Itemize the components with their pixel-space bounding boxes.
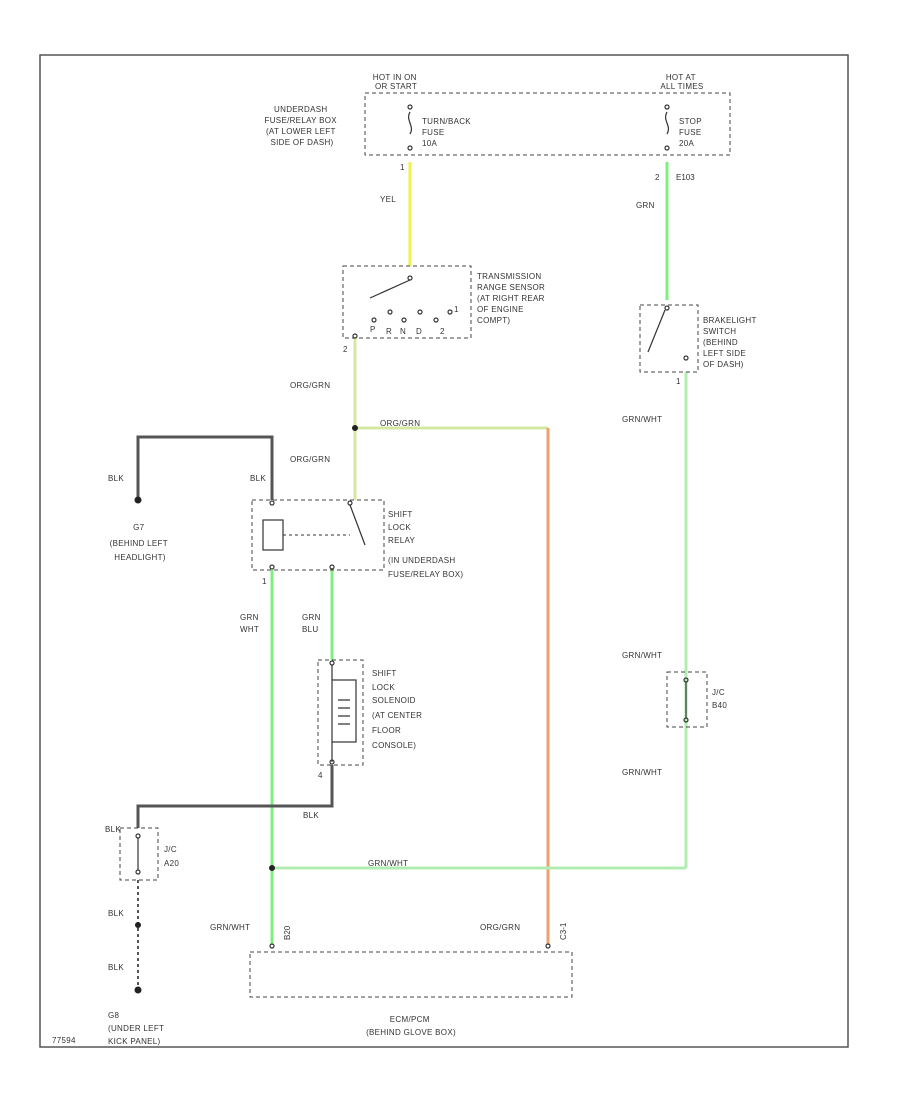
wire-blk-g7: [136, 435, 274, 500]
junction-b40-symbol: [683, 677, 689, 723]
ecm-pin-c3: [545, 943, 551, 949]
junction-b40-label: J/C B40: [712, 688, 727, 710]
ground-g8-node: [134, 986, 142, 994]
junction-a20-label: J/C A20: [164, 845, 179, 868]
brakelight-switch: [639, 304, 699, 373]
wire-label-org-grn-4: ORG/GRN: [480, 923, 520, 932]
splice-grn-wht: [269, 865, 275, 871]
wire-label-grn-wht-2: GRN/WHT: [622, 415, 662, 424]
trs-label: TRANSMISSION RANGE SENSOR (AT RIGHT REAR…: [477, 272, 548, 325]
splice-blk-1: [135, 922, 141, 928]
wire-label-yel: YEL: [380, 195, 396, 204]
transmission-range-sensor: [342, 265, 472, 339]
wire-label-blk-1: BLK: [108, 474, 124, 483]
wire-label-blk-4: BLK: [105, 825, 121, 834]
splice-org-grn: [352, 425, 358, 431]
figure-id: 77594: [52, 1036, 76, 1045]
wire-label-grn-blu: GRN BLU: [302, 613, 323, 634]
shift-lock-relay: [251, 499, 385, 571]
ground-g7-label: G7 (BEHIND LEFT HEADLIGHT): [110, 523, 171, 562]
trs-switch-symbol: [352, 275, 453, 339]
wire-label-blk-6: BLK: [108, 963, 124, 972]
trs-gear-d: D: [416, 327, 422, 336]
power-note-right: HOT AT ALL TIMES: [660, 73, 703, 91]
shift-lock-solenoid: [317, 659, 364, 766]
wire-label-grn-wht-1: GRN WHT: [240, 613, 261, 634]
wire-label-grn-wht-5: GRN/WHT: [368, 859, 408, 868]
junction-a20-symbol: [135, 833, 141, 875]
pin-fuse-left: 1: [400, 163, 405, 172]
ground-g7-node: [134, 496, 142, 504]
fuse-turn-back-label: TURN/BACK FUSE 10A: [422, 117, 473, 148]
pin-relay-left: 1: [262, 577, 267, 586]
wire-label-org-grn-2: ORG/GRN: [380, 419, 420, 428]
wire-label-grn-wht-6: GRN/WHT: [210, 923, 250, 932]
fuse-stop: [664, 104, 670, 151]
diagram-frame: [39, 54, 849, 1048]
ecm-label: ECM/PCM (BEHIND GLOVE BOX): [366, 1015, 456, 1037]
fuse-turn-back: [407, 104, 413, 151]
power-note-left: HOT IN ON OR START: [373, 73, 419, 91]
fuse-box: [364, 92, 731, 156]
pin-solenoid-bottom: 4: [318, 771, 323, 780]
relay-symbol: [262, 500, 366, 570]
wire-label-blk-2: BLK: [250, 474, 266, 483]
trs-gear-2: 2: [440, 327, 445, 336]
solenoid-label: SHIFT LOCK SOLENOID (AT CENTER FLOOR CON…: [372, 669, 425, 750]
pin-fuse-right: 2: [655, 173, 660, 182]
solenoid-symbol: [329, 660, 357, 765]
junction-b40: [666, 671, 708, 728]
ground-g8-label: G8 (UNDER LEFT KICK PANEL): [108, 1011, 167, 1046]
trs-gear-1: 1: [454, 305, 459, 314]
fuse-box-location: UNDERDASH FUSE/RELAY BOX (AT LOWER LEFT …: [265, 105, 340, 147]
wire-label-org-grn-1: ORG/GRN: [290, 381, 330, 390]
wire-label-grn-wht-4: GRN/WHT: [622, 768, 662, 777]
ecm-pin-b20: [269, 943, 275, 949]
trs-gear-r: R: [386, 327, 392, 336]
wire-blk-solenoid: [136, 765, 334, 828]
relay-label: SHIFT LOCK RELAY (IN UNDERDASH FUSE/RELA…: [388, 510, 463, 579]
fuse-stop-label: STOP FUSE 20A: [679, 117, 704, 148]
ecm-pin-c3-label: C3-1: [559, 922, 568, 940]
trs-gear-p: P: [370, 325, 375, 334]
wire-label-grn-wht-3: GRN/WHT: [622, 651, 662, 660]
junction-a20: [119, 827, 159, 881]
wire-label-blk-5: BLK: [108, 909, 124, 918]
trs-gear-n: N: [400, 327, 406, 336]
ecm-pcm: [249, 951, 573, 998]
wire-label-blk-3: BLK: [303, 811, 319, 820]
wire-label-grn: GRN: [636, 201, 655, 210]
ecm-pin-b20-label: B20: [283, 925, 292, 940]
brakelight-switch-label: BRAKELIGHT SWITCH (BEHIND LEFT SIDE OF D…: [703, 316, 759, 369]
pin-brake-out: 1: [676, 377, 681, 386]
wire-label-org-grn-3: ORG/GRN: [290, 455, 330, 464]
connector-e103: E103: [676, 173, 695, 182]
brakelight-switch-symbol: [647, 305, 689, 361]
pin-trs-out: 2: [343, 345, 348, 354]
